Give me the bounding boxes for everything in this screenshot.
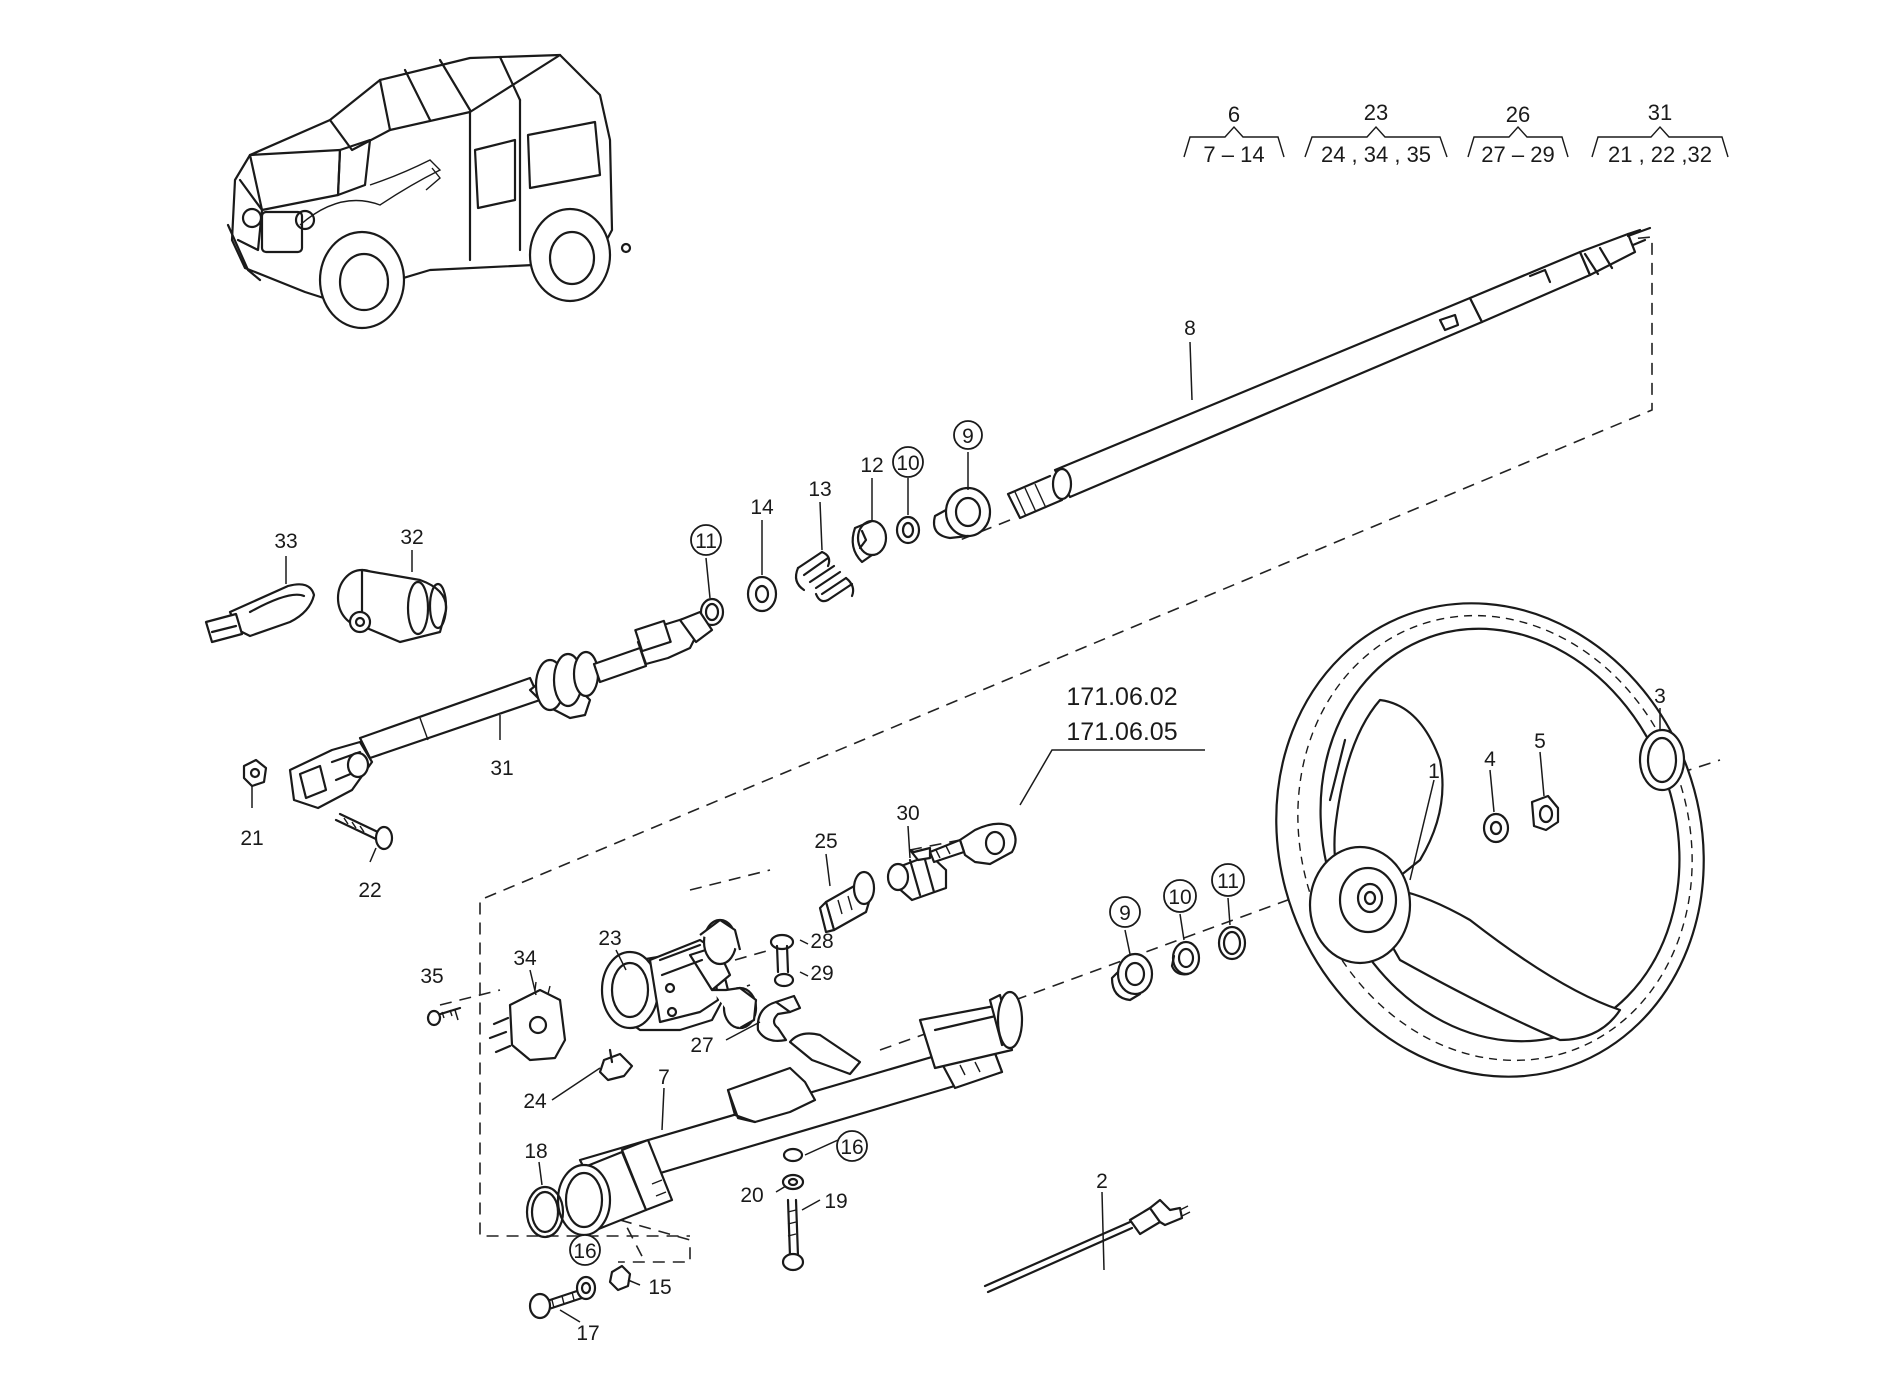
sleeve-12 (851, 519, 888, 564)
callout-circle-11-lower (1211, 863, 1245, 897)
callout-35: 35 (420, 965, 443, 988)
callout-9-lower: 9 (1119, 902, 1131, 925)
callout-15: 15 (648, 1276, 671, 1299)
callout-25: 25 (814, 830, 837, 853)
callout-circle-16-lower (569, 1234, 601, 1266)
washer-10-upper (895, 515, 921, 545)
callout-27: 27 (690, 1034, 713, 1057)
washer-4 (1482, 812, 1510, 844)
ignition-key (908, 822, 1017, 866)
vehicle-illustration (226, 53, 632, 330)
retaining-ring-18 (525, 1185, 565, 1239)
callout-16-upper: 16 (840, 1136, 863, 1159)
callout-33: 33 (274, 530, 297, 553)
group-parent-31: 31 (1648, 100, 1672, 125)
callout-21: 21 (240, 827, 263, 850)
callout-circle-11-upper (690, 524, 722, 556)
callout-31: 31 (490, 757, 513, 780)
callout-24: 24 (523, 1090, 547, 1113)
callout-30: 30 (896, 802, 919, 825)
washer-29 (773, 972, 795, 988)
callout-10-lower: 10 (1168, 886, 1191, 909)
strap-33 (204, 583, 316, 644)
screw-35 (426, 1006, 462, 1027)
bolt-28 (769, 933, 795, 974)
callout-circle-16-upper (836, 1130, 868, 1162)
callout-labels: 8 9 10 12 13 14 11 33 32 31 21 22 1 4 5 … (240, 317, 1666, 1345)
callout-circle-9-lower (1109, 896, 1141, 928)
group-members-31: 21 , 22 ,32 (1608, 142, 1712, 167)
spring-13 (794, 550, 855, 603)
snap-ring-11-lower (1217, 925, 1247, 961)
washer-16-lower (575, 1275, 597, 1301)
switch-plate-34 (488, 981, 567, 1062)
group-members-6: 7 – 14 (1203, 142, 1264, 167)
callout-circle-10-upper (892, 446, 924, 478)
washer-14 (746, 575, 778, 613)
group-members-26: 27 – 29 (1481, 142, 1554, 167)
group-parent-6: 6 (1228, 102, 1240, 127)
callout-11-upper: 11 (695, 530, 717, 553)
callout-9-upper: 9 (962, 425, 974, 448)
callout-28: 28 (810, 930, 833, 953)
callout-29: 29 (810, 962, 833, 985)
intermediate-shaft-31 (288, 610, 714, 810)
callout-3: 3 (1654, 685, 1666, 708)
washer-10-lower (1170, 940, 1201, 976)
bolt-19 (781, 1198, 805, 1272)
callout-circle-9-upper (953, 420, 983, 450)
callout-32: 32 (400, 526, 423, 549)
nut-5 (1530, 794, 1560, 832)
callout-10-upper: 10 (896, 452, 919, 475)
callout-8: 8 (1184, 317, 1196, 340)
group-members-23: 24 , 34 , 35 (1321, 142, 1431, 167)
nut-21 (242, 758, 268, 788)
callout-12: 12 (860, 454, 883, 477)
cap-30 (886, 853, 948, 902)
callout-2: 2 (1096, 1170, 1108, 1193)
callout-4: 4 (1484, 748, 1496, 771)
callout-17: 17 (576, 1322, 599, 1345)
group-parent-26: 26 (1506, 102, 1530, 127)
bolt-22 (334, 812, 394, 851)
callout-7: 7 (658, 1066, 670, 1089)
horn-cable-2 (983, 1198, 1191, 1294)
steering-shaft-8 (1006, 226, 1652, 520)
group-parent-23: 23 (1364, 100, 1388, 125)
reference-number-2: 171.06.05 (1066, 718, 1177, 746)
callout-18: 18 (524, 1140, 547, 1163)
callout-1: 1 (1428, 760, 1440, 783)
callout-circle-10-lower (1163, 879, 1197, 913)
lock-housing-23 (600, 918, 758, 1032)
horn-ring-3 (1638, 728, 1686, 792)
callout-16-lower: 16 (573, 1240, 596, 1263)
callout-23: 23 (598, 927, 621, 950)
callout-13: 13 (808, 478, 831, 501)
washer-20 (781, 1173, 805, 1191)
callout-34: 34 (513, 947, 537, 970)
callout-20: 20 (740, 1184, 763, 1207)
nut-15 (608, 1264, 632, 1292)
callout-14: 14 (750, 496, 774, 519)
pin-24 (598, 1048, 634, 1082)
clamp-27 (756, 994, 802, 1042)
bushing-9-lower (1110, 952, 1154, 1002)
column-tube-7 (556, 990, 1024, 1237)
washer-16-upper (782, 1147, 804, 1163)
callout-19: 19 (824, 1190, 847, 1213)
callout-5: 5 (1534, 730, 1546, 753)
callout-11-lower: 11 (1217, 870, 1239, 893)
joint-cover-32 (336, 568, 448, 644)
lock-cylinder-25 (818, 870, 876, 934)
reference-number-1: 171.06.02 (1066, 683, 1177, 711)
part-group-header: 6 7 – 14 23 24 , 34 , 35 26 27 – 29 31 2… (1183, 100, 1729, 167)
leader-lines (251, 341, 1661, 1323)
bushing-9-upper (932, 486, 992, 540)
callout-22: 22 (358, 879, 381, 902)
